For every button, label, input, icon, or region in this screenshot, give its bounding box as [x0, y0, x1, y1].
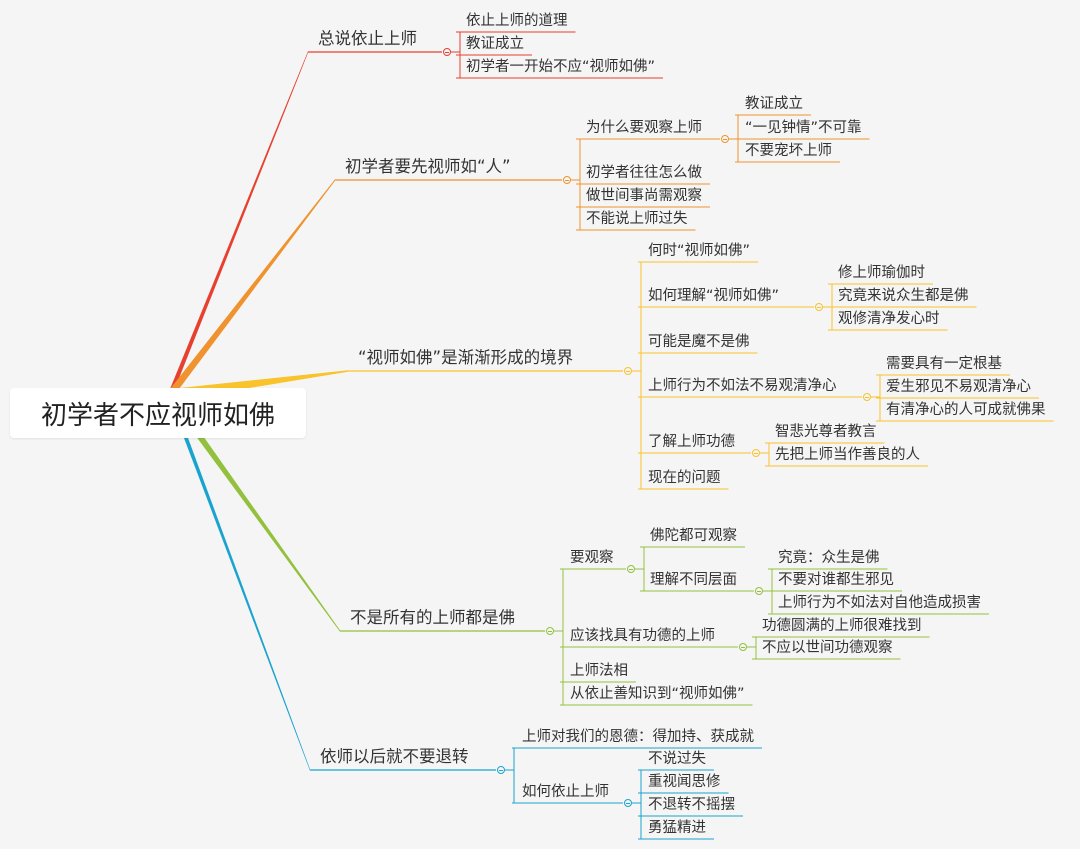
topic-2-3-0[interactable]: 需要具有一定根基 — [886, 356, 1002, 372]
topic-0-1[interactable]: 教证成立 — [466, 36, 524, 52]
topic-1-1[interactable]: 初学者往往怎么做 — [586, 165, 702, 181]
topic-2-3-1[interactable]: 爱生邪见不易观清净心 — [886, 379, 1031, 395]
collapse-toggle-icon[interactable] — [739, 643, 747, 651]
topic-2-1-2[interactable]: 观修清净发心时 — [838, 311, 940, 327]
collapse-toggle-icon[interactable] — [752, 449, 760, 457]
collapse-toggle-icon[interactable] — [497, 766, 505, 774]
topic-4-1-0[interactable]: 不说过失 — [648, 751, 706, 767]
collapse-toggle-icon[interactable] — [563, 176, 571, 184]
collapse-toggle-icon[interactable] — [755, 587, 763, 595]
topic-4-1-2[interactable]: 不退转不摇摆 — [648, 797, 735, 813]
topic-4-1-3[interactable]: 勇猛精进 — [648, 820, 706, 836]
topic-0[interactable]: 总说依止上师 — [318, 29, 417, 48]
topic-1-3[interactable]: 不能说上师过失 — [586, 211, 688, 227]
topic-2-2[interactable]: 可能是魔不是佛 — [648, 334, 750, 350]
collapse-toggle-icon[interactable] — [443, 48, 451, 56]
main-branch-connector — [170, 51, 308, 401]
collapse-toggle-icon[interactable] — [815, 303, 823, 311]
topic-4-1-1[interactable]: 重视闻思修 — [648, 774, 721, 790]
topic-3-0-1-1[interactable]: 不要对谁都生邪见 — [778, 572, 894, 588]
topic-3-0-1-0[interactable]: 究竟：众生是佛 — [778, 550, 880, 566]
topic-3-0-1[interactable]: 理解不同层面 — [650, 572, 737, 588]
topic-0-0[interactable]: 依止上师的道理 — [466, 13, 568, 29]
collapse-toggle-icon[interactable] — [624, 799, 632, 807]
main-branch-connector — [170, 389, 340, 632]
topic-1-2[interactable]: 做世间事尚需观察 — [586, 188, 702, 204]
topic-1-0-2[interactable]: 不要宠坏上师 — [745, 143, 832, 159]
topic-2-0[interactable]: 何时“视师如佛” — [648, 243, 751, 259]
collapse-toggle-icon[interactable] — [624, 367, 632, 375]
topic-3-1-0[interactable]: 功德圆满的上师很难找到 — [762, 618, 922, 634]
topic-2-5[interactable]: 现在的问题 — [648, 470, 721, 486]
topic-4-0[interactable]: 上师对我们的恩德：得加持、获成就 — [522, 729, 754, 745]
root-topic[interactable]: 初学者不应视师如佛 — [10, 388, 306, 438]
topic-2-4-0[interactable]: 智悲光尊者教言 — [775, 424, 877, 440]
topic-1-0-0[interactable]: 教证成立 — [745, 96, 803, 112]
topic-3-1[interactable]: 应该找具有功德的上师 — [570, 628, 715, 644]
topic-3-0[interactable]: 要观察 — [570, 550, 614, 566]
topic-1[interactable]: 初学者要先视师如“人” — [345, 157, 511, 176]
topic-2[interactable]: “视师如佛”是渐渐形成的境界 — [358, 348, 574, 367]
topic-1-0-1[interactable]: “一见钟情”不可靠 — [745, 120, 862, 136]
topic-3-0-0[interactable]: 佛陀都可观察 — [650, 528, 737, 544]
topic-3-0-1-2[interactable]: 上师行为不如法对自他造成损害 — [778, 595, 981, 611]
topic-3-3[interactable]: 从依止善知识到“视师如佛” — [570, 686, 745, 702]
collapse-toggle-icon[interactable] — [546, 627, 554, 635]
topic-2-4[interactable]: 了解上师功德 — [648, 434, 735, 450]
topic-2-4-1[interactable]: 先把上师当作善良的人 — [775, 447, 920, 463]
topic-3-2[interactable]: 上师法相 — [570, 663, 628, 679]
collapse-toggle-icon[interactable] — [863, 393, 871, 401]
topic-1-0[interactable]: 为什么要观察上师 — [586, 120, 702, 136]
topic-2-3[interactable]: 上师行为不如法不易观清净心 — [648, 378, 837, 394]
main-branch-connector — [170, 179, 335, 401]
topic-3[interactable]: 不是所有的上师都是佛 — [350, 608, 515, 627]
main-branch-connector — [170, 389, 310, 771]
topic-2-1[interactable]: 如何理解“视师如佛” — [648, 288, 780, 304]
topic-4[interactable]: 依师以后就不要退转 — [320, 747, 469, 766]
topic-2-1-1[interactable]: 究竟来说众生都是佛 — [838, 288, 969, 304]
topic-0-2[interactable]: 初学者一开始不应“视师如佛” — [466, 59, 656, 75]
collapse-toggle-icon[interactable] — [627, 565, 635, 573]
topic-2-3-2[interactable]: 有清净心的人可成就佛果 — [886, 402, 1046, 418]
topic-3-1-1[interactable]: 不应以世间功德观察 — [762, 640, 893, 656]
collapse-toggle-icon[interactable] — [721, 135, 729, 143]
topic-4-1[interactable]: 如何依止上师 — [522, 784, 609, 800]
topic-2-1-0[interactable]: 修上师瑜伽时 — [838, 265, 925, 281]
